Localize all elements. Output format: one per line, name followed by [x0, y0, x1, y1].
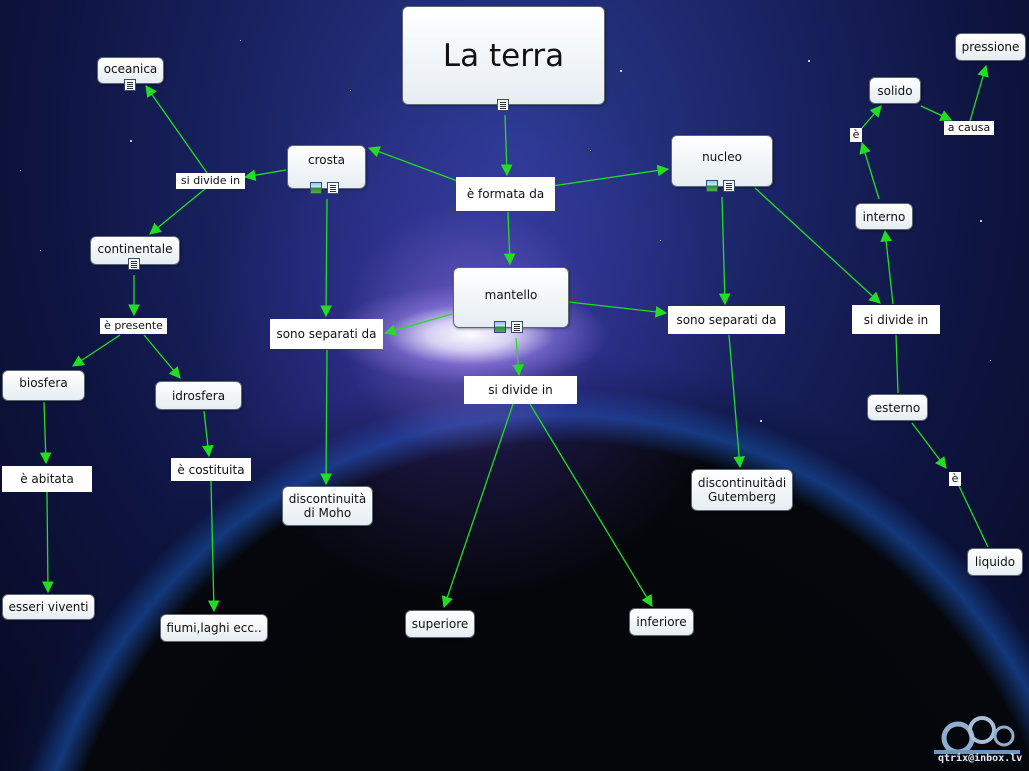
image-icon[interactable] [706, 180, 718, 192]
concept-pressione[interactable]: pressione [955, 33, 1026, 61]
linking-phrase-label: si divide in [181, 174, 240, 188]
concept-label: La terra [443, 49, 564, 63]
linking-phrase-label: è formata da [467, 187, 544, 201]
link-crosta-to-sidivide [245, 170, 286, 177]
image-icon[interactable] [310, 182, 322, 194]
link-interno-to-e [862, 143, 879, 199]
linking-phrase-label: si divide in [488, 383, 553, 397]
link-crosta-to-separati [326, 199, 327, 316]
concept-label: discontinuitàdi Gutemberg [697, 476, 787, 504]
linking-phrase-si-divide-in-crosta[interactable]: si divide in [176, 173, 245, 189]
linking-phrase-label: è [952, 472, 959, 486]
concept-label: continentale [98, 242, 173, 256]
document-icon[interactable] [723, 180, 735, 192]
linking-phrase-label: a causa [948, 121, 990, 135]
link-idrosfera-to-costituita [204, 411, 209, 456]
link-formata-to-crosta [369, 148, 460, 182]
document-icon[interactable] [511, 321, 523, 333]
link-presente-to-idrosfera [144, 335, 180, 378]
image-icon[interactable] [494, 321, 506, 333]
concept-label: oceanica [104, 62, 158, 76]
linking-phrase-label: è abitata [20, 472, 74, 486]
concept-label: interno [863, 210, 906, 224]
link-terra-to-formata [505, 115, 507, 175]
concept-label: solido [877, 84, 912, 98]
linking-phrase-label: sono separati da [276, 327, 376, 341]
concept-nucleo[interactable]: nucleo [671, 135, 773, 187]
concept-idrosfera[interactable]: idrosfera [155, 381, 242, 410]
link-mantello-to-separati-left [385, 314, 452, 333]
concept-label: inferiore [636, 615, 686, 629]
link-sidivide-to-continentale [150, 189, 205, 234]
concept-liquido[interactable]: liquido [967, 548, 1023, 576]
link-esterno-to-e [912, 423, 946, 468]
linking-phrase-sono-separati-da-right[interactable]: sono separati da [668, 306, 785, 334]
concept-mantello[interactable]: mantello [453, 267, 569, 328]
concept-label: nucleo [702, 150, 742, 164]
linking-phrase-label: è costituita [177, 463, 244, 477]
linking-phrase-label: è [853, 128, 860, 142]
linking-phrase-e-abitata[interactable]: è abitata [2, 466, 92, 492]
concept-superiore[interactable]: superiore [405, 610, 475, 638]
linking-phrase-label: sono separati da [676, 313, 776, 327]
linking-phrase-e-esterno[interactable]: è [949, 472, 961, 486]
concept-solido[interactable]: solido [869, 77, 921, 104]
linking-phrase-si-divide-in-mantello[interactable]: si divide in [464, 376, 577, 404]
concept-label: mantello [485, 288, 538, 302]
link-costituita-to-fiumi [211, 481, 214, 611]
concept-label: liquido [975, 555, 1015, 569]
link-separati-to-gutemberg [729, 335, 740, 467]
document-icon[interactable] [128, 258, 140, 270]
concept-discontinuita-moho[interactable]: discontinuità di Moho [282, 486, 373, 526]
document-icon[interactable] [327, 182, 339, 194]
concept-discontinuita-gutemberg[interactable]: discontinuitàdi Gutemberg [691, 469, 793, 511]
concept-label: esterno [875, 401, 920, 415]
concept-label: pressione [962, 40, 1020, 54]
concept-interno[interactable]: interno [855, 203, 913, 230]
document-icon[interactable] [124, 79, 136, 91]
linking-phrase-e-presente[interactable]: è presente [100, 318, 167, 334]
link-mantello-to-separati-right [569, 302, 666, 313]
linking-phrase-e-costituita[interactable]: è costituita [171, 458, 251, 481]
link-biosfera-to-abitata [44, 402, 46, 463]
link-formata-to-nucleo [552, 169, 668, 186]
document-icon[interactable] [497, 99, 509, 111]
concept-esterno[interactable]: esterno [867, 394, 928, 421]
linking-phrase-label: è presente [104, 319, 163, 333]
link-mantello-to-sidivide [516, 338, 519, 375]
concept-label: discontinuità di Moho [288, 492, 368, 520]
linking-phrase-si-divide-in-nucleo[interactable]: si divide in [852, 305, 940, 334]
linking-phrase-a-causa[interactable]: a causa [944, 121, 994, 135]
link-acausa-to-pressione [970, 66, 986, 121]
concept-inferiore[interactable]: inferiore [629, 608, 694, 636]
concept-label: superiore [412, 617, 469, 631]
concept-label: biosfera [19, 376, 67, 390]
linking-phrase-label: si divide in [864, 313, 929, 327]
concept-esseri-viventi[interactable]: esseri viventi [2, 594, 95, 620]
concept-biosfera[interactable]: biosfera [2, 370, 85, 401]
link-e-to-liquido [959, 486, 988, 547]
linking-phrase-formata-da[interactable]: è formata da [456, 177, 555, 211]
link-esterno-to-sidivide [896, 335, 898, 393]
link-sidivide-to-oceanica [146, 86, 207, 173]
link-formata-to-mantello [508, 212, 510, 264]
link-e-to-solido [862, 106, 881, 128]
watermark-text: qtrix@inbox.lv [938, 753, 1022, 764]
concept-label: crosta [308, 153, 345, 167]
link-solido-to-acausa [921, 106, 951, 120]
linking-phrase-e-interno[interactable]: è [850, 128, 862, 142]
linking-phrase-sono-separati-da-left[interactable]: sono separati da [270, 319, 383, 349]
link-abitata-to-esseri [47, 492, 48, 592]
concept-label: esseri viventi [9, 600, 89, 614]
link-sidivide-to-interno [885, 231, 893, 304]
link-presente-to-biosfera [73, 335, 120, 366]
concept-label: idrosfera [172, 389, 225, 403]
link-sidivide-to-inferiore [530, 404, 652, 606]
link-nucleo-to-separati [722, 197, 725, 304]
link-sidivide-to-superiore [444, 404, 513, 607]
concept-la-terra[interactable]: La terra [402, 6, 605, 105]
concept-fiumi-laghi[interactable]: fiumi,laghi ecc.. [160, 614, 268, 642]
link-separati-to-moho [326, 350, 327, 484]
concept-label: fiumi,laghi ecc.. [166, 621, 261, 635]
